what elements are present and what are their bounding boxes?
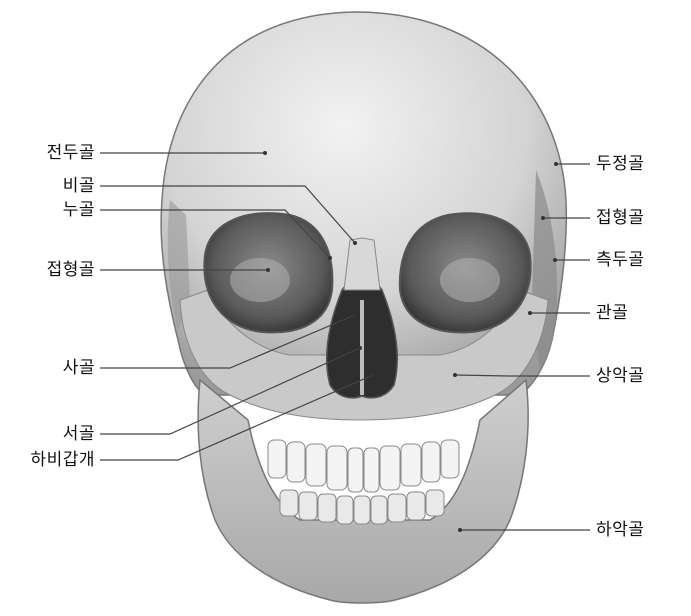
upper-teeth (268, 440, 459, 492)
label-vomer: 서골 (63, 424, 95, 444)
lower-teeth (280, 490, 444, 524)
label-ethmoid: 사골 (63, 358, 95, 378)
label-inferior-concha: 하비갑개 (30, 450, 95, 470)
label-sphenoid-right: 접형골 (596, 208, 644, 228)
nasal-bone-shape (344, 238, 380, 290)
label-mandible: 하악골 (596, 520, 644, 540)
label-lacrimal: 누골 (63, 200, 95, 220)
label-temporal: 측두골 (596, 250, 644, 270)
label-sphenoid-left: 접형골 (47, 260, 95, 280)
label-frontal: 전두골 (47, 143, 95, 163)
label-parietal: 두정골 (596, 154, 644, 174)
label-nasal: 비골 (63, 176, 95, 196)
label-zygomatic: 관골 (596, 303, 628, 323)
label-maxilla: 상악골 (596, 366, 644, 386)
